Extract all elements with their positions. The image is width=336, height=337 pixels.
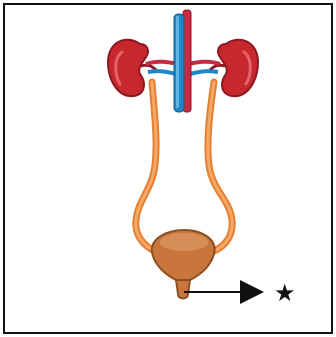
bladder (152, 230, 215, 299)
urethra-pointer-arrow (184, 280, 264, 304)
left-kidney (108, 40, 156, 96)
right-kidney (210, 40, 258, 96)
vena-cava (174, 14, 184, 112)
pointer-star-label: ★ (274, 279, 296, 307)
left-ureter (136, 82, 160, 253)
